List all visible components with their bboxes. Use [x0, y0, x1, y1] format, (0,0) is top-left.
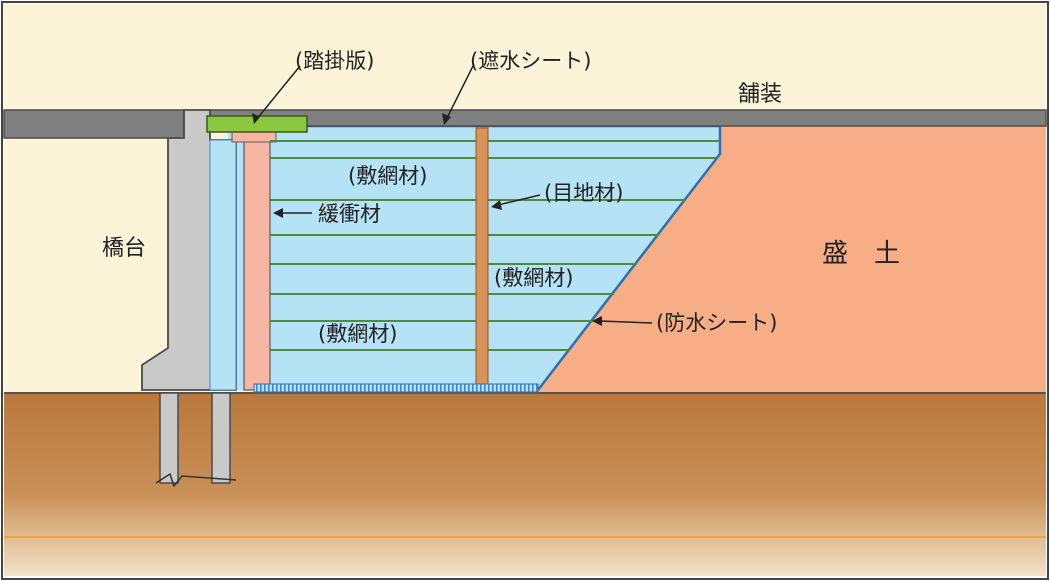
pavement-right: [209, 109, 1047, 127]
embankment-label: 盛 土: [822, 239, 900, 269]
reinforced-soil-zone: [228, 126, 720, 390]
cushion-arrowhead: [273, 208, 283, 218]
waterproof-side-arrowhead: [592, 316, 602, 326]
joint-arrowhead: [491, 200, 502, 210]
pavement-label: 舗装: [738, 82, 782, 107]
pile-left: [159, 392, 179, 484]
geogrid-label-bottom: (敷網材): [318, 322, 397, 346]
approach-slab-arrowhead: [252, 113, 260, 124]
cushion-material: [243, 139, 271, 391]
pavement-left: [3, 109, 185, 139]
waterproof-sheet-top-label: (遮水シート): [470, 49, 591, 73]
approach-slab-leader: [255, 65, 301, 121]
pile-break-mark: [155, 472, 237, 488]
drainage-layer: [253, 383, 539, 393]
geogrid-label-middle: (敷網材): [494, 266, 573, 290]
pile-right: [211, 392, 231, 484]
joint-leader: [497, 194, 541, 206]
waterproof-top-leader: [445, 63, 475, 121]
cushion-material-label: 緩衝材: [318, 202, 381, 226]
waterproof-top-arrowhead: [442, 113, 451, 125]
joint-material: [475, 127, 489, 391]
waterproof-side-leader: [599, 320, 653, 324]
approach-slab-label: (踏掛版): [295, 49, 374, 73]
abutment-backfill-strip: [209, 139, 237, 391]
embankment-fill: [536, 126, 1046, 393]
geogrid-label-top: (敷網材): [348, 164, 427, 188]
abutment-label: 橋台: [102, 236, 146, 261]
joint-material-label: (目地材): [544, 181, 623, 205]
waterproof-sheet-side-label: (防水シート): [656, 311, 777, 335]
